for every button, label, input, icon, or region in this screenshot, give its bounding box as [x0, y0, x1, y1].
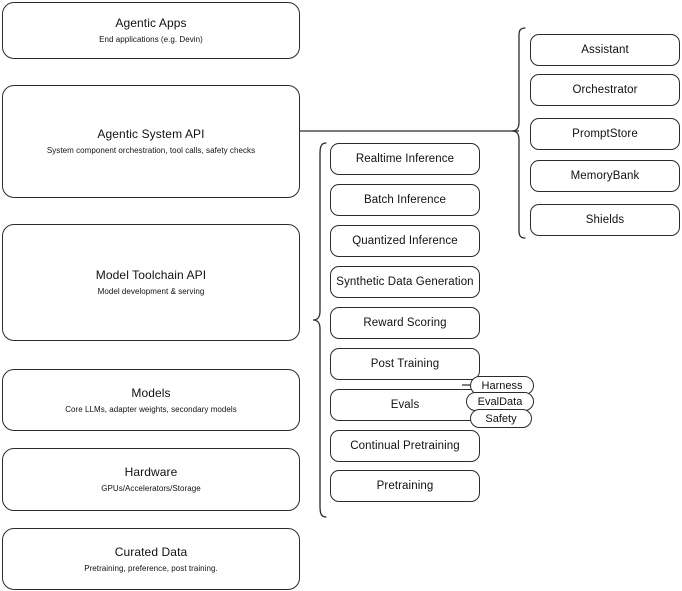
- component-shields[interactable]: Shields: [530, 204, 680, 236]
- capability-quantized-inference[interactable]: Quantized Inference: [330, 225, 480, 257]
- capability-label: Evals: [390, 398, 420, 411]
- component-label: PromptStore: [572, 127, 638, 140]
- eval-tag-label: EvalData: [477, 395, 523, 408]
- eval-tag-label: Harness: [481, 379, 523, 392]
- layer-subtitle: Core LLMs, adapter weights, secondary mo…: [65, 404, 237, 414]
- layer-subtitle: End applications (e.g. Devin): [99, 35, 203, 44]
- component-assistant[interactable]: Assistant: [530, 34, 680, 66]
- capability-label: Realtime Inference: [355, 152, 455, 165]
- capability-evals[interactable]: Evals: [330, 389, 480, 421]
- capability-synthetic-data-generation[interactable]: Synthetic Data Generation: [330, 266, 480, 298]
- component-label: Assistant: [581, 43, 629, 56]
- component-memorybank[interactable]: MemoryBank: [530, 160, 680, 192]
- stack-layer-hardware[interactable]: Hardware GPUs/Accelerators/Storage: [2, 448, 300, 511]
- layer-subtitle: GPUs/Accelerators/Storage: [101, 484, 201, 493]
- eval-tag-safety[interactable]: Safety: [470, 409, 532, 428]
- stack-layer-curated-data[interactable]: Curated Data Pretraining, preference, po…: [2, 528, 300, 590]
- layer-title: Models: [131, 385, 171, 400]
- capability-batch-inference[interactable]: Batch Inference: [330, 184, 480, 216]
- eval-tag-label: Safety: [485, 412, 517, 425]
- bracket-components: [511, 27, 526, 239]
- layer-title: Agentic System API: [97, 127, 205, 141]
- stack-layer-agentic-apps[interactable]: Agentic Apps End applications (e.g. Devi…: [2, 2, 300, 59]
- stack-layer-models[interactable]: Models Core LLMs, adapter weights, secon…: [2, 369, 300, 431]
- stack-layer-model-toolchain-api[interactable]: Model Toolchain API Model development & …: [2, 224, 300, 341]
- capability-label: Synthetic Data Generation: [336, 275, 474, 288]
- layer-subtitle: Model development & serving: [97, 287, 205, 296]
- capability-label: Reward Scoring: [363, 316, 447, 329]
- capability-realtime-inference[interactable]: Realtime Inference: [330, 143, 480, 175]
- layer-title: Hardware: [124, 465, 178, 479]
- capability-pretraining[interactable]: Pretraining: [330, 470, 480, 502]
- capability-label: Continual Pretraining: [350, 439, 460, 452]
- layer-title: Curated Data: [114, 544, 188, 559]
- component-promptstore[interactable]: PromptStore: [530, 118, 680, 150]
- capability-continual-pretraining[interactable]: Continual Pretraining: [330, 430, 480, 462]
- component-label: Orchestrator: [572, 83, 638, 96]
- capability-reward-scoring[interactable]: Reward Scoring: [330, 307, 480, 339]
- layer-title: Agentic Apps: [115, 16, 187, 30]
- component-orchestrator[interactable]: Orchestrator: [530, 74, 680, 106]
- stack-layer-agentic-system-api[interactable]: Agentic System API System component orch…: [2, 85, 300, 198]
- capability-post-training[interactable]: Post Training: [330, 348, 480, 380]
- layer-subtitle: Pretraining, preference, post training.: [84, 563, 218, 573]
- capability-label: Post Training: [370, 357, 440, 370]
- component-label: MemoryBank: [570, 169, 640, 182]
- layer-subtitle: System component orchestration, tool cal…: [46, 146, 256, 155]
- component-label: Shields: [585, 213, 625, 226]
- capability-label: Pretraining: [376, 479, 434, 492]
- bracket-capabilities: [312, 142, 327, 518]
- layer-title: Model Toolchain API: [95, 268, 207, 282]
- capability-label: Batch Inference: [363, 193, 447, 206]
- capability-label: Quantized Inference: [352, 234, 458, 247]
